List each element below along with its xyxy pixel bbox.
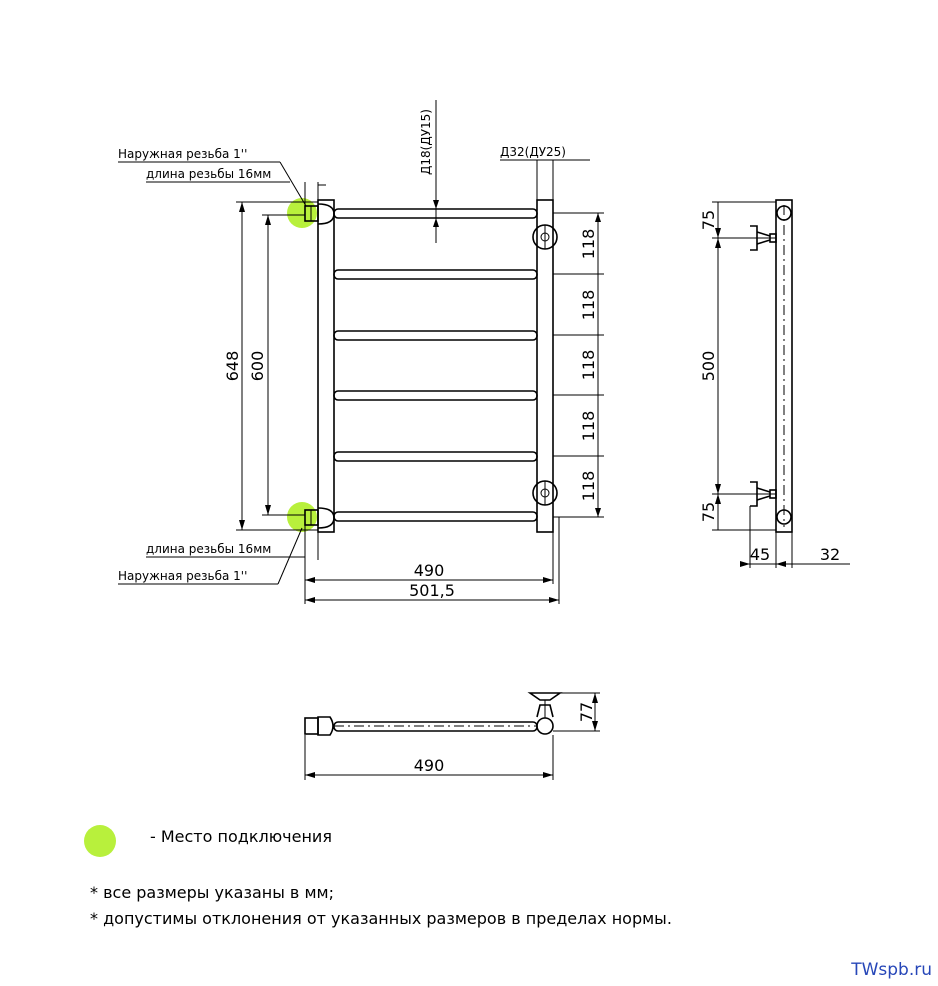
thread-callout-top: Наружная резьба 1'' длина резьбы 16мм (118, 147, 326, 207)
rung (333, 390, 538, 401)
rung (333, 330, 538, 341)
rung (333, 511, 538, 522)
dim-600: 600 (248, 351, 267, 382)
width-dimensions: 490 501,5 (304, 517, 560, 604)
side-tube (775, 199, 793, 533)
rungs (333, 208, 538, 522)
dim-500-side: 500 (699, 351, 718, 382)
height-dimensions: 648 600 (223, 201, 318, 531)
d32-label: Д32(ДУ25) (500, 145, 566, 159)
dim-118: 118 (579, 411, 598, 442)
thread-outer-label-top: Наружная резьба 1'' (118, 147, 247, 161)
connection-legend-swatch (84, 825, 116, 857)
dim-75-bottom: 75 (699, 502, 718, 522)
d18-label: Д18(ДУ15) (419, 109, 433, 175)
side-view: 75 500 75 45 32 (699, 199, 850, 568)
connection-point-bottom (287, 502, 317, 532)
left-tube (317, 199, 335, 533)
thread-outer-label-bottom: Наружная резьба 1'' (118, 569, 247, 583)
note-tolerance: * допустимы отклонения от указанных разм… (90, 909, 672, 928)
rung (333, 269, 538, 280)
d32-callout: Д32(ДУ25) (500, 145, 590, 200)
thread-length-label-top: длина резьбы 16мм (146, 167, 271, 181)
side-rung-bottom (776, 509, 792, 525)
dim-118: 118 (579, 471, 598, 502)
note-dimensions-mm: * все размеры указаны в мм; (90, 883, 334, 902)
mount-hub-bottom (532, 480, 558, 506)
top-nipple (304, 717, 319, 735)
thread-length-label-bottom: длина резьбы 16мм (146, 542, 271, 556)
top-hub (536, 717, 554, 735)
thread-callout-bottom: длина резьбы 16мм Наружная резьба 1'' (118, 525, 319, 585)
dim-77-top: 77 (577, 702, 596, 722)
mount-hub-top (532, 224, 558, 250)
dim-501-front: 501,5 (409, 581, 455, 600)
dim-45-side: 45 (750, 545, 770, 564)
top-view: 77 490 (304, 692, 600, 780)
dim-118: 118 (579, 350, 598, 381)
legend-label: - Место подключения (150, 827, 332, 846)
dim-490-front: 490 (414, 561, 445, 580)
side-rung-top (776, 205, 792, 221)
site-link[interactable]: TWspb.ru (851, 960, 932, 980)
dim-32-side: 32 (820, 545, 840, 564)
right-tube (536, 199, 554, 533)
dim-648: 648 (223, 351, 242, 382)
spacing-dimensions: 118 118 118 118 118 (553, 212, 604, 518)
rung (333, 451, 538, 462)
dim-118: 118 (579, 290, 598, 321)
dim-490-top: 490 (414, 756, 445, 775)
d18-callout: Д18(ДУ15) (419, 100, 439, 243)
front-view: 648 600 118 118 118 118 118 (118, 100, 604, 604)
dim-118: 118 (579, 229, 598, 260)
dim-75-top: 75 (699, 210, 718, 230)
